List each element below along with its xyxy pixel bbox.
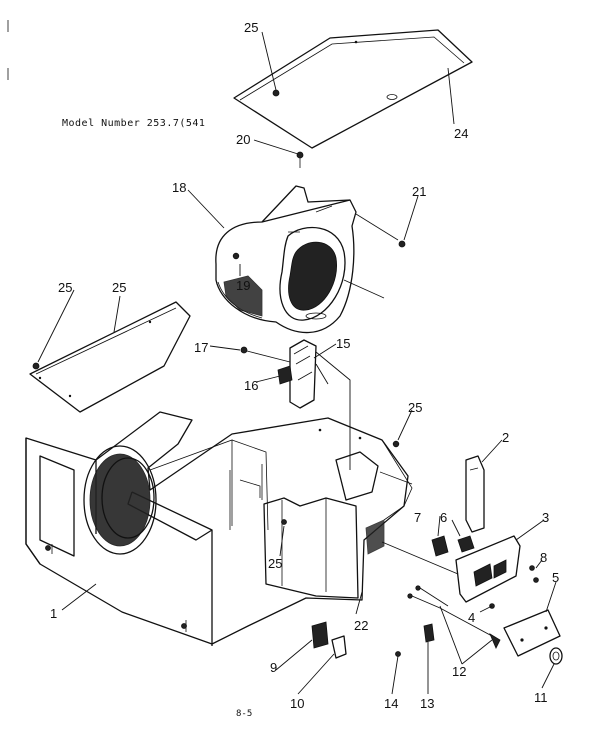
part-10-bracket [331, 635, 347, 659]
callout-2: 2 [502, 430, 509, 445]
leader-lines [37, 31, 557, 695]
callout-21: 25 [244, 20, 258, 35]
part-7-switch [431, 535, 449, 557]
callout-17: 17 [194, 340, 208, 355]
screw-25-upper [392, 440, 400, 448]
part-2-bracket [465, 455, 485, 533]
screw-19-housing [232, 252, 240, 260]
callout-6: 6 [440, 510, 447, 525]
screw-19-right [355, 213, 406, 248]
callout-16: 16 [244, 378, 258, 393]
callout-5: 5 [552, 570, 559, 585]
part-13-fitting [423, 623, 435, 643]
screw-21 [272, 89, 280, 97]
part-18-blower-housing [215, 185, 385, 334]
callout-14: 14 [384, 696, 398, 711]
screw-19-top [296, 151, 304, 168]
callout-24: 22 [354, 618, 368, 633]
part-1-cabinet [25, 411, 413, 646]
part-5-cover-plate [503, 609, 561, 657]
model-number: Model Number 253.7(541 [62, 118, 205, 129]
part-6-knob [457, 535, 475, 553]
part-11-bushing [549, 647, 563, 665]
part-3-control-panel [381, 535, 521, 603]
callout-10: 10 [290, 696, 304, 711]
callout-11: 11 [534, 690, 548, 705]
callout-25-lower: 25 [268, 556, 282, 571]
callout-23: 25 [58, 280, 72, 295]
callout-20: 24 [454, 126, 468, 141]
callout-22: 25 [112, 280, 126, 295]
part-12-wire-harness [407, 585, 501, 649]
callout-13: 13 [420, 696, 434, 711]
callout-15: 15 [336, 336, 350, 351]
part-16-clip [277, 365, 293, 385]
callout-9: 9 [270, 660, 277, 675]
screw-23 [32, 362, 40, 370]
callout-19-housing: 19 [236, 278, 250, 293]
callout-18: 18 [172, 180, 186, 195]
callout-12: 12 [452, 664, 466, 679]
part-14-screw [395, 651, 401, 657]
callout-3: 3 [542, 510, 549, 525]
callout-25-upper: 25 [408, 400, 422, 415]
part-22-side-panel [29, 301, 191, 413]
callout-19-top: 20 [236, 132, 250, 147]
part-9-clip [311, 621, 329, 649]
callout-labels: 25 24 20 18 21 19 25 25 17 15 16 25 2 3 … [50, 20, 559, 711]
callout-7: 7 [414, 510, 421, 525]
part-15-bracket [289, 339, 351, 470]
callout-4: 4 [468, 610, 475, 625]
callout-19-right: 21 [412, 184, 426, 199]
part-20-top-cover [233, 29, 473, 149]
screw-17 [240, 346, 291, 363]
callout-1: 1 [50, 606, 57, 621]
page-ref: 8-5 [236, 709, 252, 719]
part-8-screws [529, 565, 539, 583]
callout-8: 8 [540, 550, 547, 565]
